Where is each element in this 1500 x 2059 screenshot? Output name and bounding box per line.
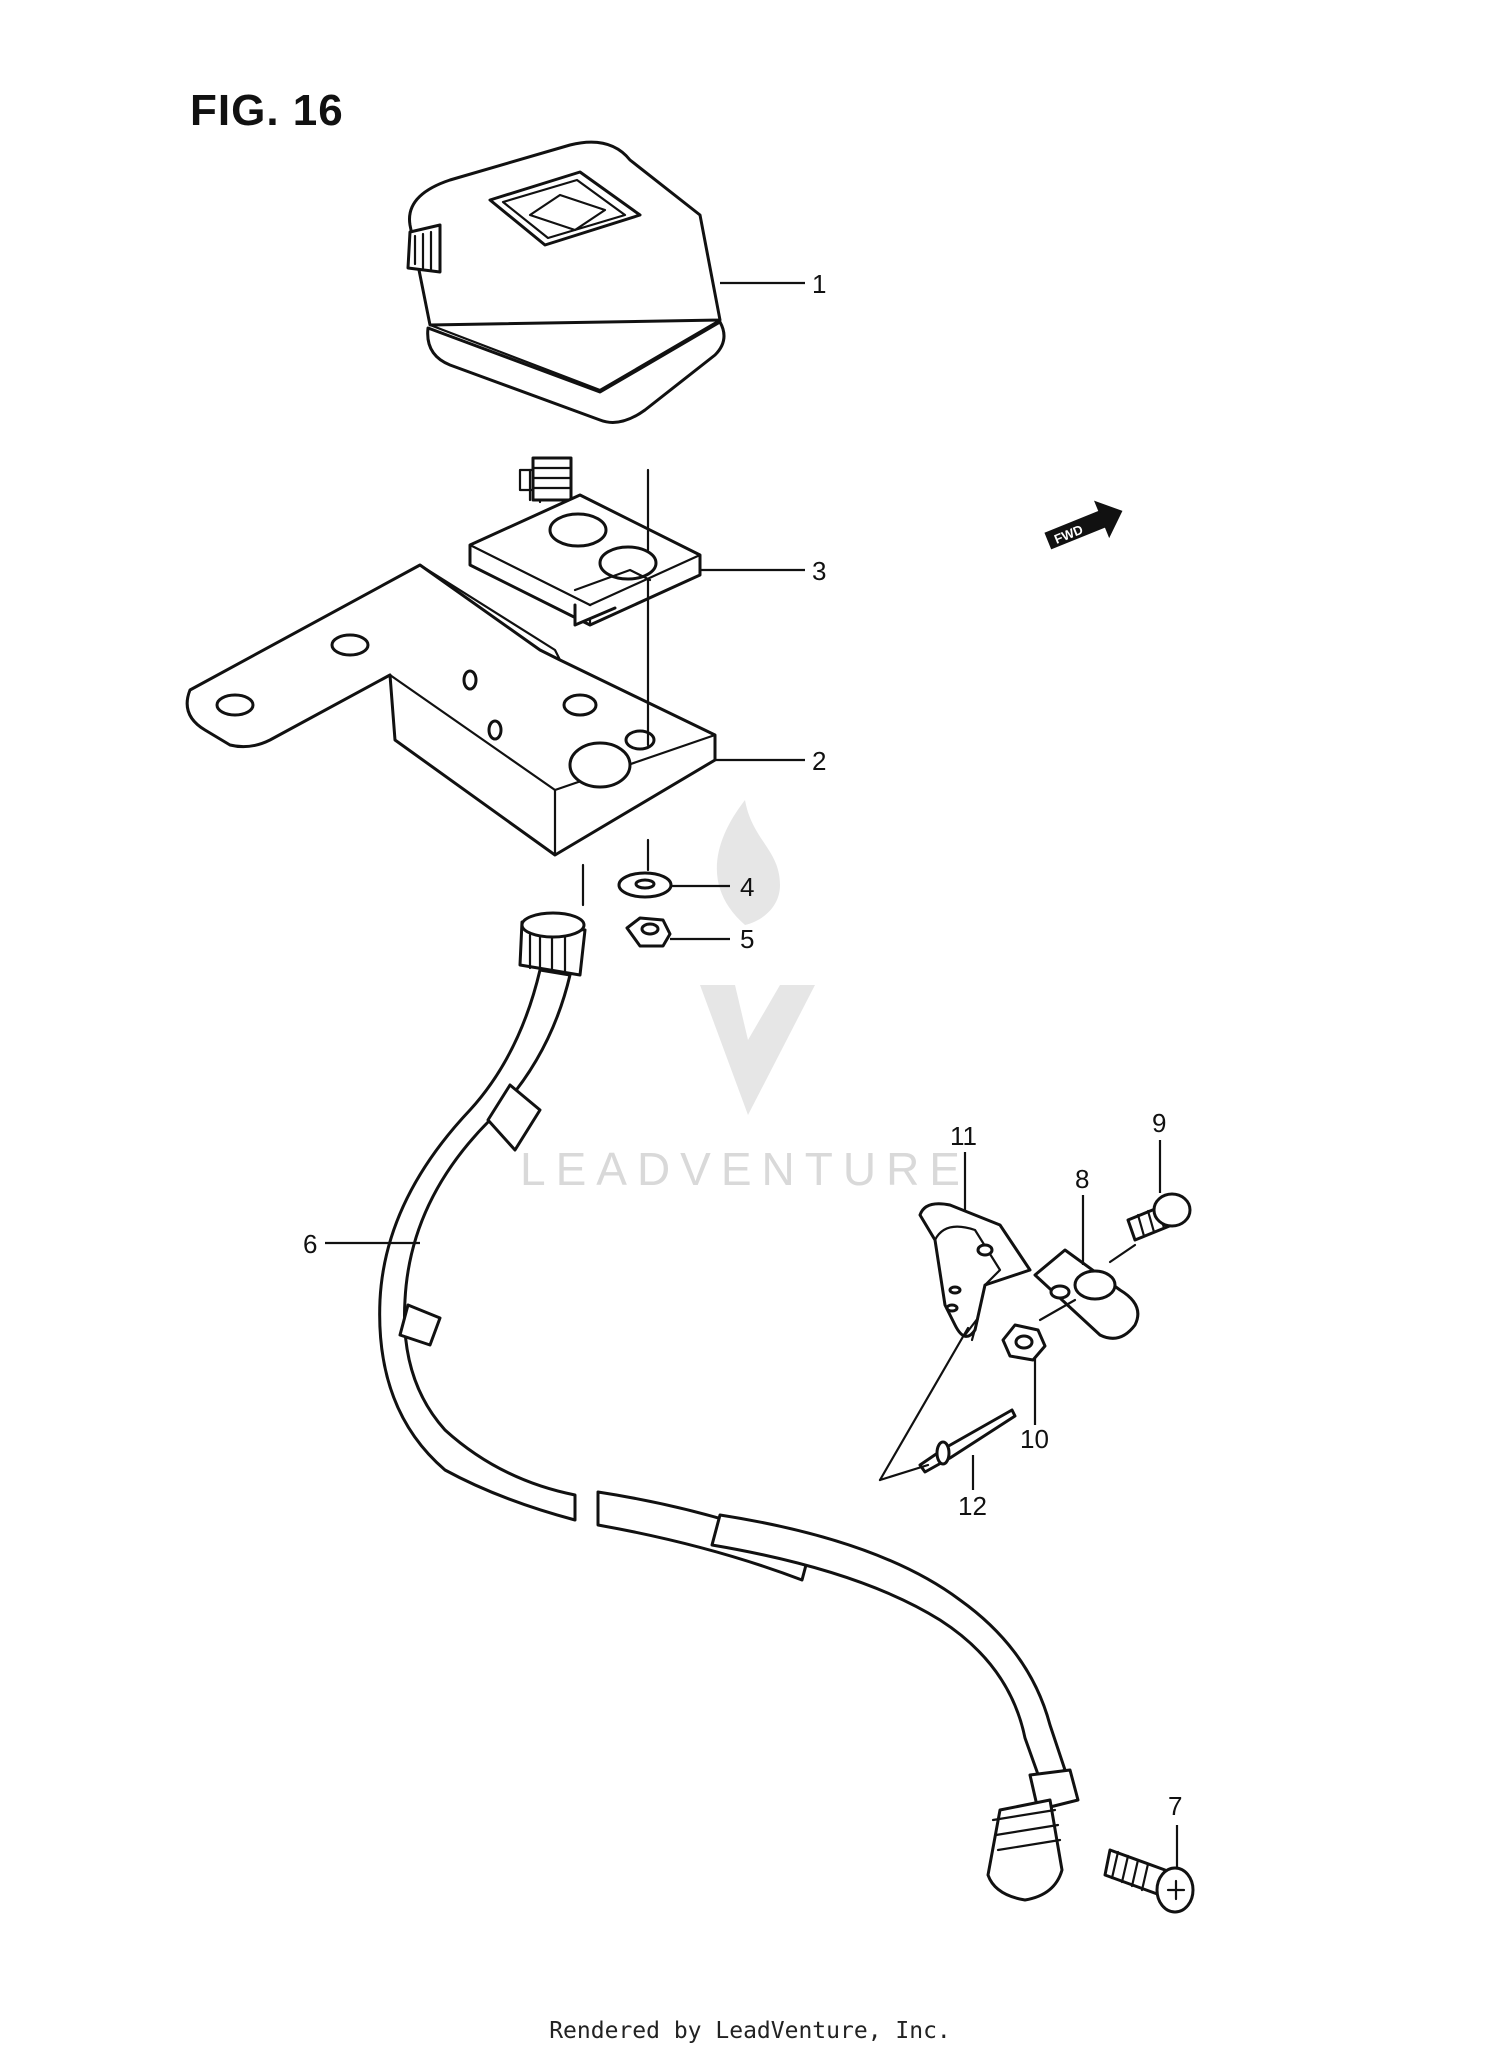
fwd-direction-label: FWD	[1052, 522, 1085, 547]
part-2-bracket	[185, 563, 717, 857]
watermark-v-icon	[700, 985, 815, 1115]
part-11-guide	[918, 1202, 1032, 1338]
callout-6: 6	[303, 1229, 317, 1259]
callout-8: 8	[1075, 1164, 1089, 1194]
watermark-flame-icon	[716, 800, 780, 925]
part-10-nut	[1001, 1298, 1077, 1362]
part-4-washer	[617, 871, 673, 899]
callout-9: 9	[1152, 1108, 1166, 1138]
watermark: LEADVENTURE	[520, 800, 970, 1195]
callout-5: 5	[740, 924, 754, 954]
part-12-rivet	[878, 1316, 1017, 1482]
callout-7: 7	[1168, 1791, 1182, 1821]
part-1-meter	[406, 140, 726, 504]
callout-1: 1	[812, 269, 826, 299]
footer-credit: Rendered by LeadVenture, Inc.	[549, 2018, 951, 2044]
part-7-screw	[1103, 1848, 1195, 1914]
figure-title: FIG. 16	[190, 86, 344, 135]
callout-4: 4	[740, 872, 754, 902]
callout-12: 12	[958, 1491, 987, 1521]
watermark-brand: LEADVENTURE	[520, 1143, 970, 1195]
meter-stud	[531, 456, 573, 502]
part-6-cable	[378, 863, 1080, 1902]
part-9-bolt	[1108, 1192, 1192, 1264]
part-5-nut	[625, 916, 672, 948]
callout-leaders	[325, 281, 1179, 1868]
callout-labels: 1 2 3 4 5 6 7 8 9 10 11 12	[303, 269, 1182, 1821]
callout-10: 10	[1020, 1424, 1049, 1454]
part-8-clamp	[1033, 1248, 1140, 1340]
callout-2: 2	[812, 746, 826, 776]
callout-11: 11	[950, 1121, 977, 1151]
part-3-cushion	[468, 493, 702, 627]
callout-3: 3	[812, 556, 826, 586]
fwd-direction-arrow-icon: FWD	[1044, 500, 1123, 550]
